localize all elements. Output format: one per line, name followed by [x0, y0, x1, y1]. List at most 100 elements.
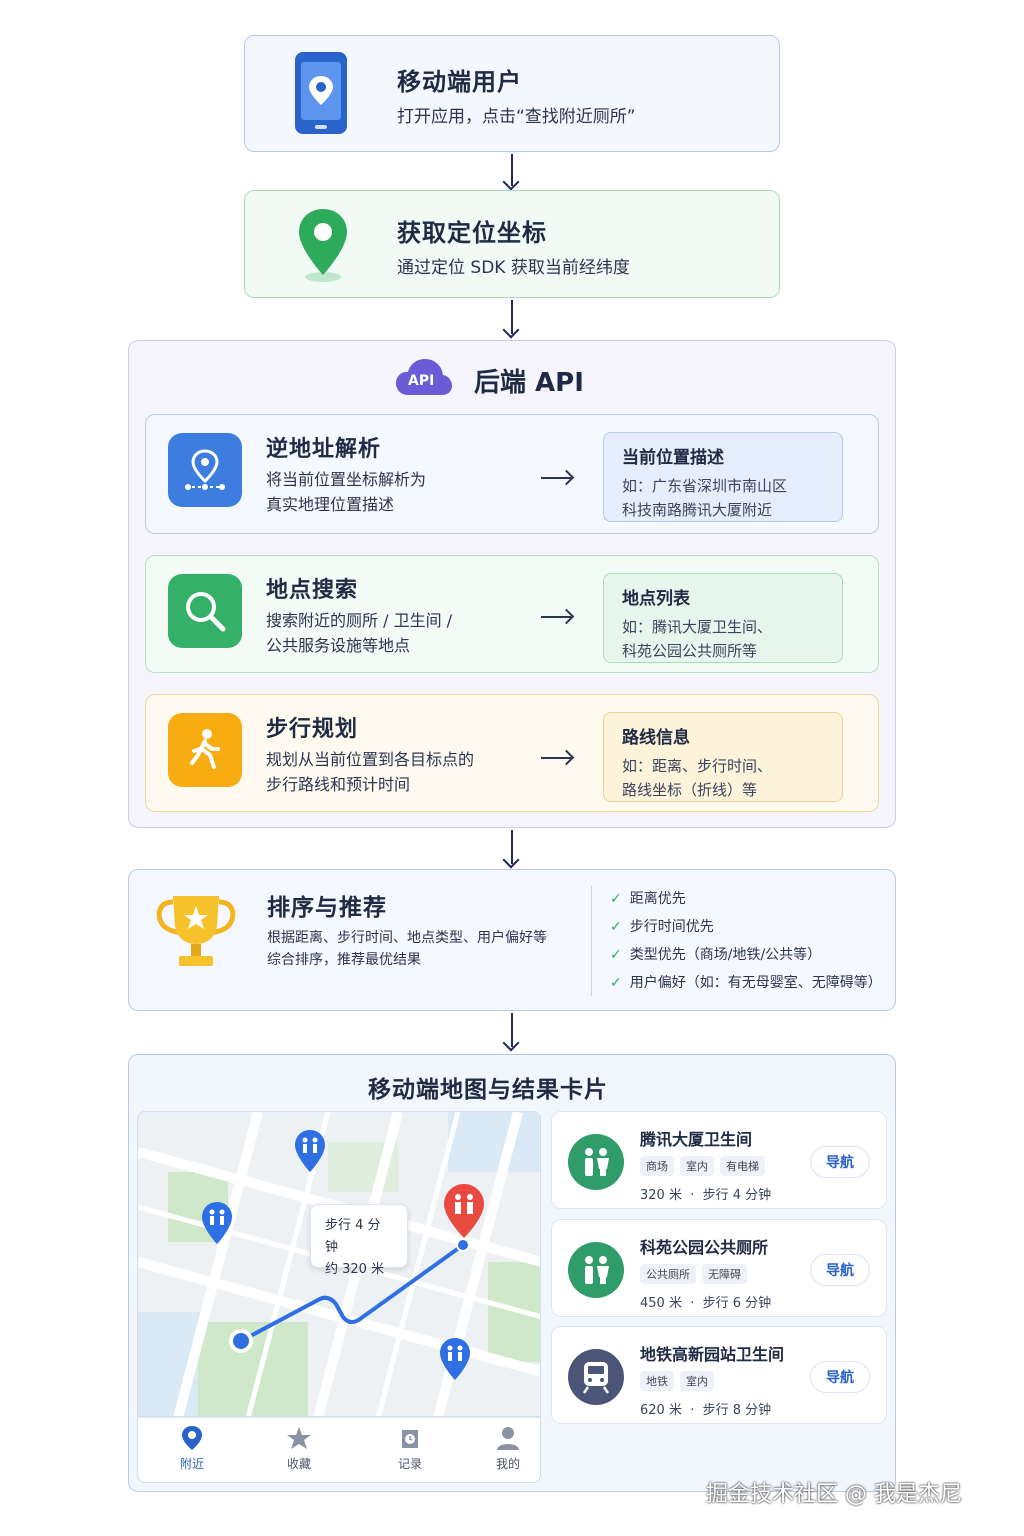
module-title: 逆地址解析 — [266, 437, 382, 462]
star-icon — [269, 1425, 329, 1453]
criteria-item: ✓ 用户偏好（如：有无母婴室、无障碍等） — [610, 972, 882, 992]
restroom-icon — [568, 1242, 624, 1298]
result-distance: 620 米 — [640, 1403, 682, 1418]
output-desc-line: 如：距离、步行时间、 — [622, 757, 773, 775]
output-desc-line: 科苑公园公共厕所等 — [622, 642, 758, 660]
tab-label: 收藏 — [286, 1457, 311, 1471]
right-arrow — [541, 477, 571, 479]
criteria-item: ✓步行时间优先 — [610, 916, 714, 936]
result-card[interactable]: 科苑公园公共厕所 公共厕所 无障碍 450 米 · 步行 6 分钟 导航 — [551, 1219, 887, 1317]
step1-title: 移动端用户 — [397, 68, 522, 96]
step-mobile-user: 移动端用户 打开应用，点击“查找附近厕所” — [244, 35, 780, 152]
separator: · — [690, 1296, 695, 1311]
flow-arrow — [511, 300, 513, 334]
step2-title: 获取定位坐标 — [397, 219, 547, 247]
restroom-marker-icon[interactable] — [293, 1128, 327, 1178]
history-icon — [380, 1425, 440, 1453]
module-output: 地点列表 如：腾讯大厦卫生间、 科苑公园公共厕所等 — [603, 573, 843, 663]
module-desc-line: 规划从当前位置到各目标点的 — [266, 750, 475, 769]
walking-icon — [168, 713, 242, 787]
navigate-button[interactable]: 导航 — [810, 1254, 870, 1286]
separator: · — [690, 1188, 695, 1203]
result-time: 步行 4 分钟 — [702, 1188, 772, 1203]
criteria-label: 距离优先 — [629, 891, 686, 907]
output-desc-line: 科技南路腾讯大厦附近 — [622, 501, 773, 519]
flow-arrow — [511, 154, 513, 186]
step2-desc: 通过定位 SDK 获取当前经纬度 — [397, 258, 630, 278]
tab-label: 我的 — [495, 1457, 520, 1471]
restroom-marker-icon[interactable] — [438, 1336, 472, 1386]
tag: 地铁 — [640, 1371, 674, 1391]
step1-desc: 打开应用，点击“查找附近厕所” — [397, 107, 636, 127]
module-desc-line: 搜索附近的厕所 / 卫生间 / — [266, 611, 453, 630]
bubble-time: 步行 4 分钟 — [325, 1218, 381, 1255]
result-card[interactable]: 腾讯大厦卫生间 商场 室内 有电梯 320 米 · 步行 4 分钟 导航 — [551, 1111, 887, 1209]
tab-nearby[interactable]: 附近 — [162, 1425, 222, 1472]
result-name: 腾讯大厦卫生间 — [640, 1130, 753, 1149]
module-desc-line: 公共服务设施等地点 — [266, 636, 411, 655]
ranking-panel: 排序与推荐 根据距离、步行时间、地点类型、用户偏好等 综合排序，推荐最优结果 — [128, 869, 896, 1011]
tab-label: 记录 — [397, 1457, 422, 1471]
selected-restroom-marker-icon[interactable] — [442, 1182, 486, 1244]
search-icon — [168, 574, 242, 648]
user-icon — [478, 1425, 538, 1453]
results-title: 移动端地图与结果卡片 — [368, 1077, 608, 1103]
ranking-desc-line: 综合排序，推荐最优结果 — [267, 952, 421, 968]
module-desc: 规划从当前位置到各目标点的 步行路线和预计时间 — [266, 747, 526, 797]
check-icon: ✓ — [610, 947, 622, 963]
navigate-button[interactable]: 导航 — [810, 1361, 870, 1393]
module-desc-line: 将当前位置坐标解析为 — [266, 470, 427, 489]
restroom-icon — [568, 1134, 624, 1190]
criteria-item: ✓ 类型优先（商场/地铁/公共等） — [610, 944, 821, 964]
output-title: 路线信息 — [622, 728, 690, 748]
flow-arrow — [511, 1013, 513, 1047]
tag-list: 商场 室内 有电梯 — [640, 1156, 765, 1176]
restroom-marker-icon[interactable] — [200, 1200, 234, 1250]
tab-history[interactable]: 记录 — [380, 1425, 440, 1472]
phone-location-icon — [293, 50, 353, 142]
location-icon — [162, 1425, 222, 1453]
module-output: 路线信息 如：距离、步行时间、 路线坐标（折线）等 — [603, 712, 843, 802]
tab-label: 附近 — [179, 1457, 204, 1471]
criteria-label: 类型优先（商场/地铁/公共等） — [629, 947, 822, 963]
result-meta: 320 米 · 步行 4 分钟 — [640, 1184, 771, 1203]
ranking-title: 排序与推荐 — [267, 895, 387, 921]
tag: 室内 — [680, 1156, 714, 1176]
tag: 室内 — [680, 1371, 714, 1391]
result-meta: 450 米 · 步行 6 分钟 — [640, 1292, 771, 1311]
output-desc-line: 如：广东省深圳市南山区 — [622, 477, 788, 495]
result-time: 步行 6 分钟 — [702, 1296, 772, 1311]
right-arrow — [541, 616, 571, 618]
criteria-label: 用户偏好（如：有无母婴室、无障碍等） — [629, 975, 882, 991]
result-name: 科苑公园公共厕所 — [640, 1238, 769, 1257]
result-card[interactable]: 地铁高新园站卫生间 地铁 室内 620 米 · 步行 8 分钟 导航 — [551, 1326, 887, 1424]
map-view[interactable]: 步行 4 分钟 约 320 米 — [137, 1111, 541, 1417]
api-badge-label: API — [408, 373, 435, 389]
module-desc-line: 步行路线和预计时间 — [266, 775, 411, 794]
trophy-icon — [151, 890, 241, 984]
module-walking-route: 步行规划 规划从当前位置到各目标点的 步行路线和预计时间 路线信息 如：距离、步… — [145, 694, 879, 812]
api-cloud-icon: API — [394, 355, 454, 399]
output-desc-line: 如：腾讯大厦卫生间、 — [622, 618, 773, 636]
result-meta: 620 米 · 步行 8 分钟 — [640, 1399, 771, 1418]
step-get-location: 获取定位坐标 通过定位 SDK 获取当前经纬度 — [244, 190, 780, 298]
navigate-button[interactable]: 导航 — [810, 1146, 870, 1178]
watermark: 掘金技术社区 @ 我是杰尼 — [706, 1482, 962, 1507]
tag: 无障碍 — [702, 1264, 747, 1284]
result-distance: 320 米 — [640, 1188, 682, 1203]
output-desc-line: 路线坐标（折线）等 — [622, 781, 758, 799]
metro-icon — [568, 1349, 624, 1405]
tab-bar — [137, 1417, 541, 1483]
result-time: 步行 8 分钟 — [702, 1403, 772, 1418]
tab-profile[interactable]: 我的 — [478, 1425, 538, 1472]
divider — [591, 886, 592, 996]
route-info-bubble: 步行 4 分钟 约 320 米 — [310, 1204, 408, 1277]
criteria-label: 步行时间优先 — [629, 919, 714, 935]
tab-favorites[interactable]: 收藏 — [269, 1425, 329, 1472]
separator: · — [690, 1403, 695, 1418]
module-output: 当前位置描述 如：广东省深圳市南山区 科技南路腾讯大厦附近 — [603, 432, 843, 522]
tag: 有电梯 — [720, 1156, 765, 1176]
reverse-geocode-icon — [168, 433, 242, 507]
check-icon: ✓ — [610, 975, 622, 991]
module-desc-line: 真实地理位置描述 — [266, 495, 395, 514]
